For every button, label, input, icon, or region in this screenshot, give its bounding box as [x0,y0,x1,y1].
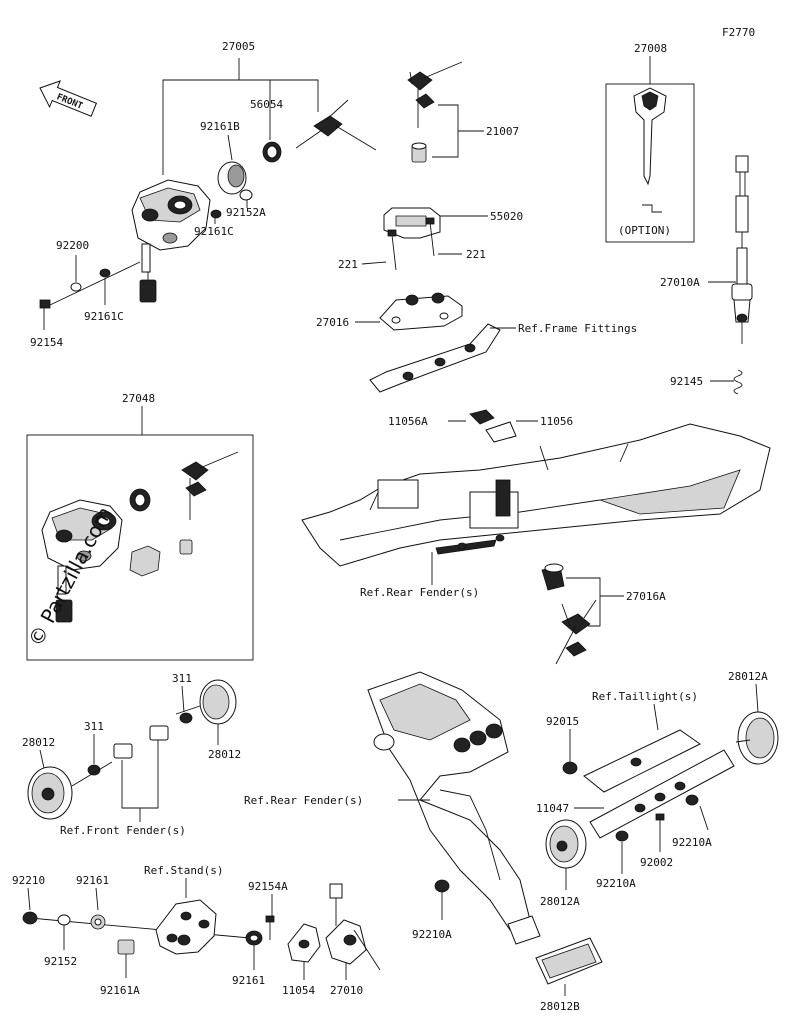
label-28012-b: 28012 [22,736,55,749]
label-21007: 21007 [486,125,519,138]
taillight-reflector-group: Ref.Taillight(s) 28012A 92015 11047 2801… [536,670,779,908]
label-28012A-a: 28012A [728,670,768,683]
ref-rear-fender-2: Ref.Rear Fender(s) [244,794,363,807]
ref-rear-fender-1: Ref.Rear Fender(s) [360,586,479,599]
label-92210A-c: 92210A [412,928,452,941]
label-92145: 92145 [670,375,703,388]
label-311-a: 311 [172,672,192,685]
rear-fender-assembly: 11056A 11056 Ref.Rear Fender(s) 27016A [301,409,771,665]
ref-front-fender: Ref.Front Fender(s) [60,824,186,837]
label-221-a: 221 [338,258,358,271]
key-set-21007: 21007 [407,61,519,163]
switch-27010A-group: 27010A 92145 [660,155,753,395]
label-28012-a: 28012 [208,748,241,761]
label-92154A: 92154A [248,880,288,893]
label-55020: 55020 [490,210,523,223]
figure-code: F2770 [722,26,755,39]
label-92161A: 92161A [100,984,140,997]
ref-taillight: Ref.Taillight(s) [592,690,698,703]
front-arrow-icon: FRONT [39,80,98,117]
label-92210A-a: 92210A [672,836,712,849]
label-27005: 27005 [222,40,255,53]
label-11047: 11047 [536,802,569,815]
lock-bracket-group: 55020 221 221 27016 Ref.Frame Fittings [316,207,637,393]
label-92002: 92002 [640,856,673,869]
label-92210: 92210 [12,874,45,887]
key-icon [295,99,377,151]
ignition-switch-group: 27005 56054 92161B [30,40,377,349]
label-311-b: 311 [84,720,104,733]
license-mount-group: Ref.Rear Fender(s) 92210A 28012B [244,671,603,1013]
label-92161-a: 92161 [76,874,109,887]
label-92161B: 92161B [200,120,240,133]
label-28012A-b: 28012A [540,895,580,908]
label-11056: 11056 [540,415,573,428]
label-92161C-b: 92161C [84,310,124,323]
label-221-b: 221 [466,248,486,261]
label-92161C-a: 92161C [194,225,234,238]
label-92152A: 92152A [226,206,266,219]
bolt-icon [39,299,51,330]
label-28012B: 28012B [540,1000,580,1013]
label-92161-b: 92161 [232,974,265,987]
label-27010: 27010 [330,984,363,997]
label-27016A: 27016A [626,590,666,603]
ref-stand: Ref.Stand(s) [144,864,223,877]
label-92154: 92154 [30,336,63,349]
option-label: (OPTION) [618,224,671,237]
label-11054: 11054 [282,984,315,997]
label-92200: 92200 [56,239,89,252]
front-reflector-group: 311 28012 311 28012 Ref.Front Fender(s) [22,672,241,837]
label-11056A: 11056A [388,415,428,428]
label-27048: 27048 [122,392,155,405]
ref-frame-fittings: Ref.Frame Fittings [518,322,637,335]
ignition-switch-body [131,179,211,303]
label-56054: 56054 [250,98,283,111]
label-92015: 92015 [546,715,579,728]
kit-27048-box: 27048 [26,392,254,661]
label-92152: 92152 [44,955,77,968]
option-key-box: 27008 (OPTION) [605,42,695,243]
side-stand-switch-group: 92210 92161 Ref.Stand(s) 92152 92161A 92… [12,864,381,997]
label-92210A-b: 92210A [596,877,636,890]
label-27010A: 27010A [660,276,700,289]
label-27008: 27008 [634,42,667,55]
label-27016: 27016 [316,316,349,329]
